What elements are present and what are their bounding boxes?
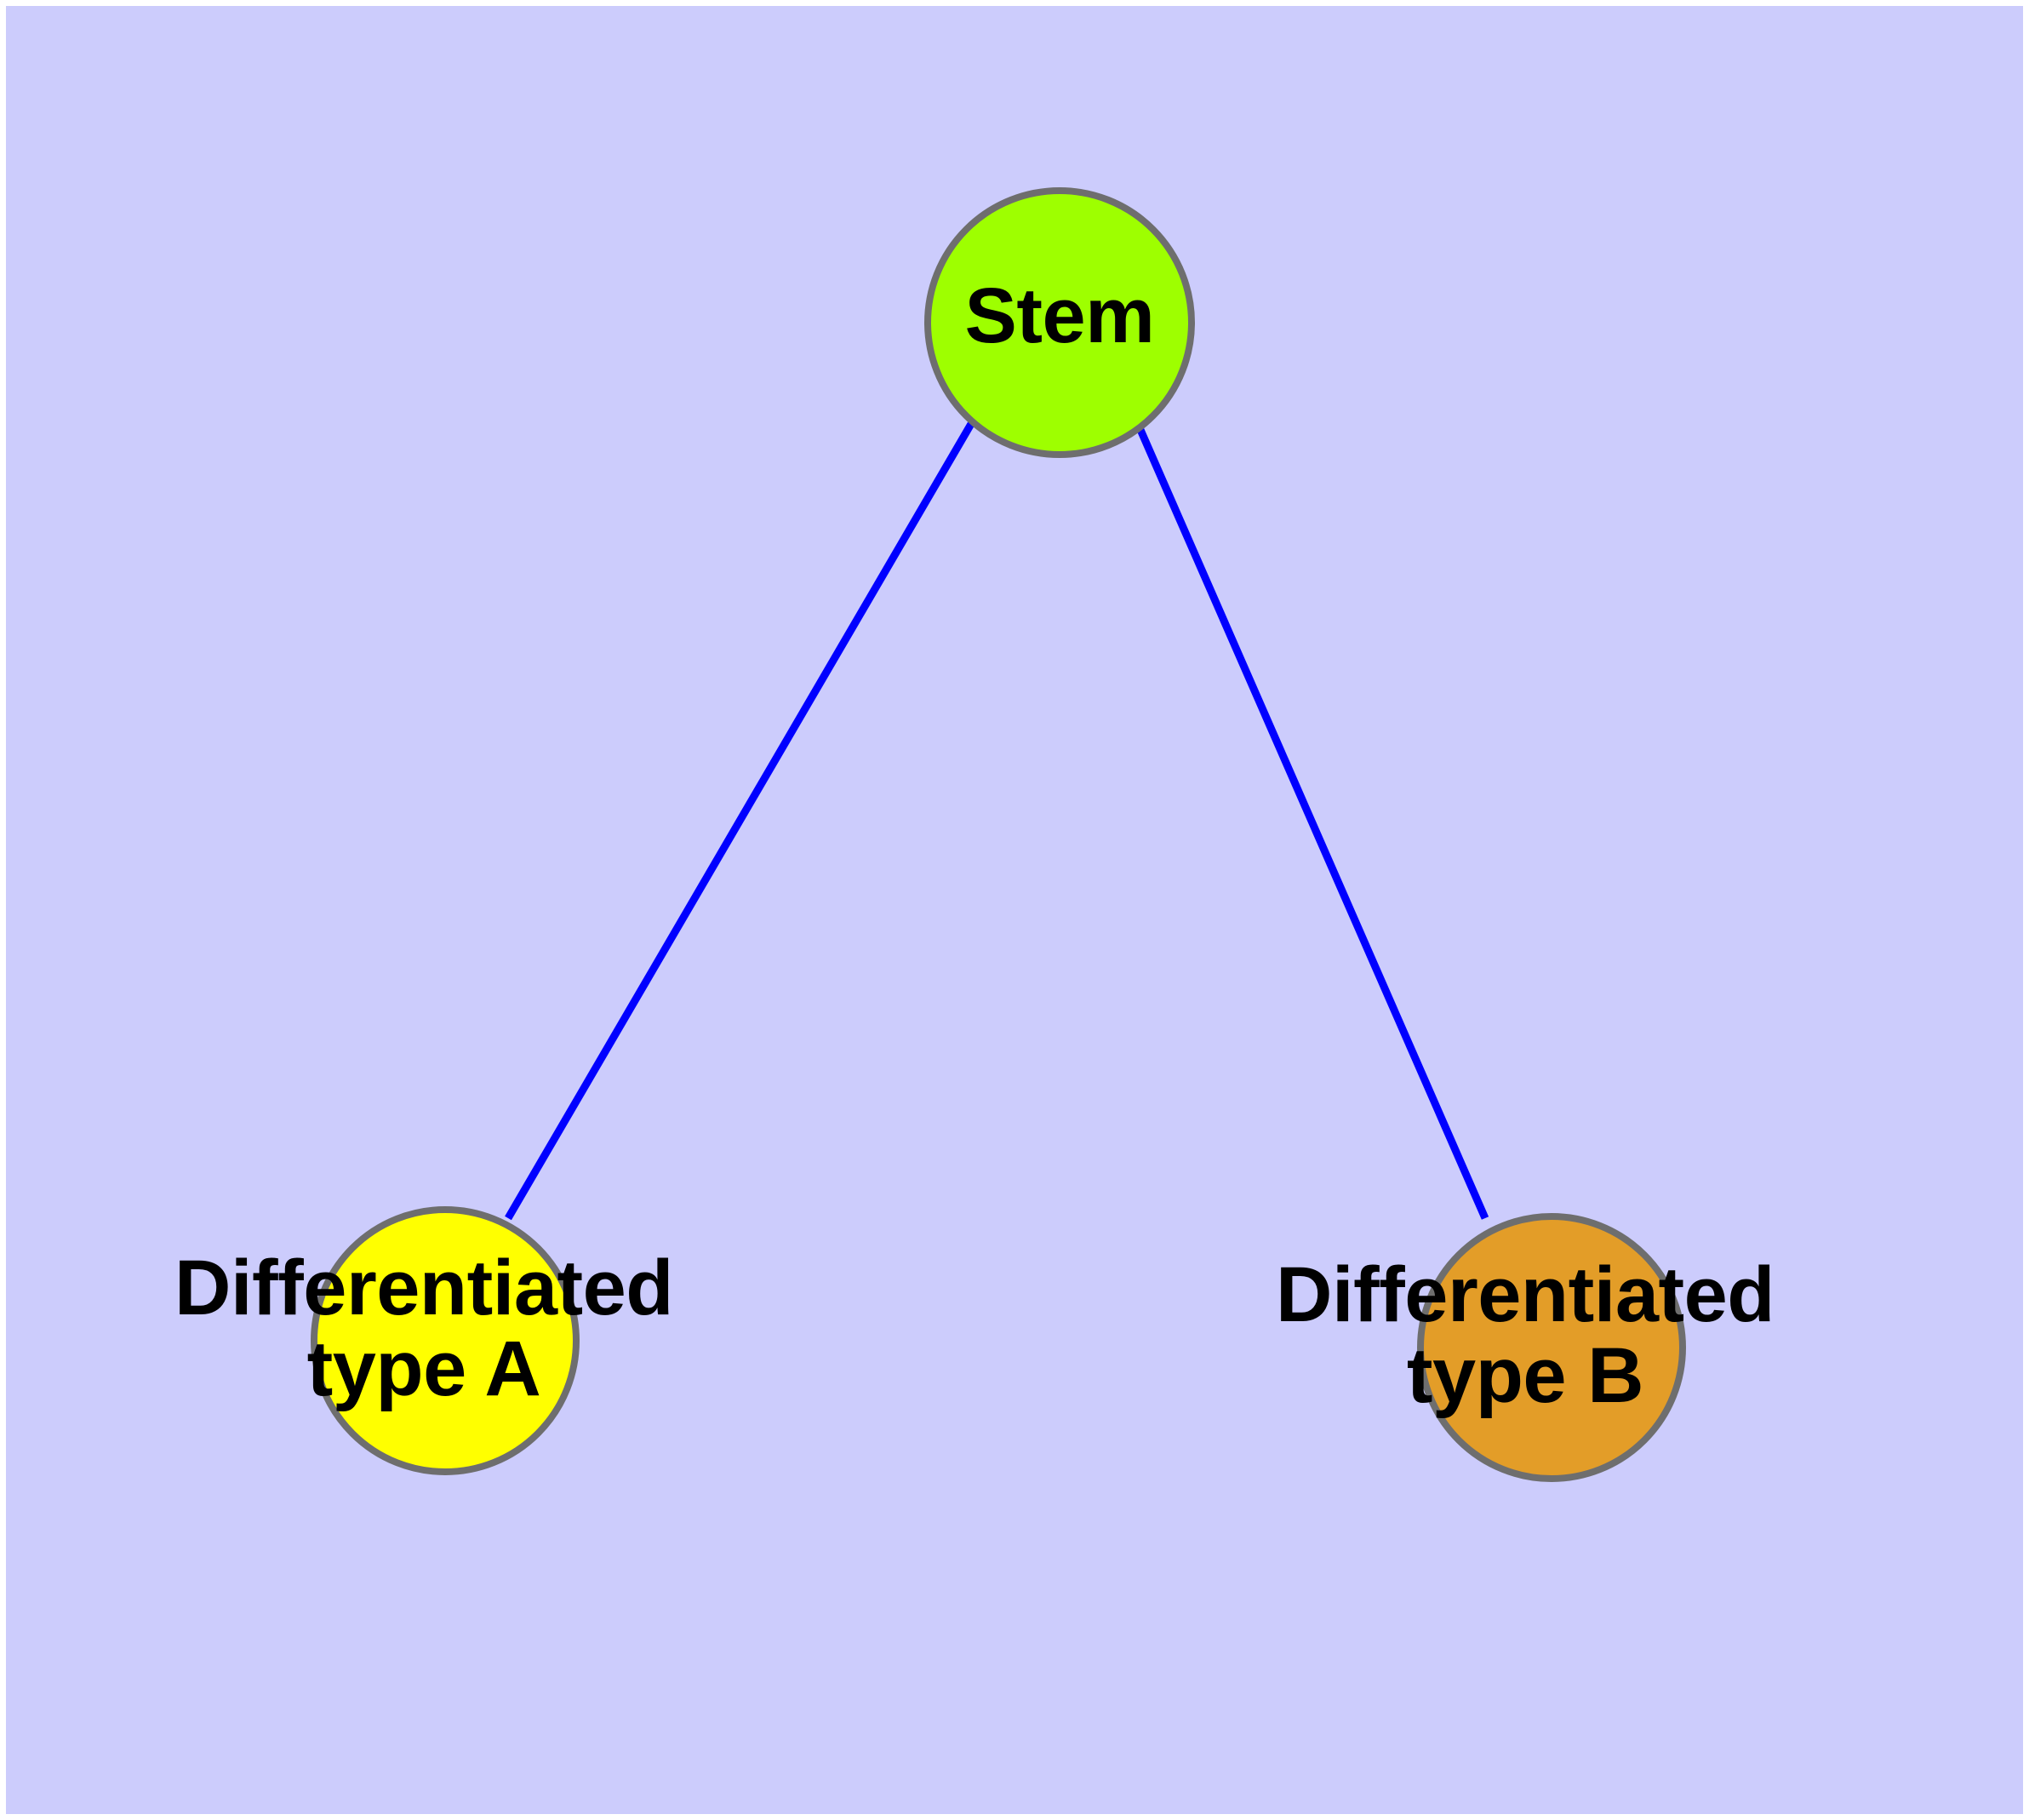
edge-stem-to-diff-a [505, 421, 974, 1221]
edge-stem-to-diff-b [1134, 422, 1489, 1220]
node-differentiated-type-a[interactable] [311, 1206, 580, 1475]
node-stem[interactable] [924, 187, 1195, 458]
edge-layer [505, 421, 1489, 1221]
node-differentiated-type-b[interactable] [1417, 1213, 1686, 1482]
graph-plot-area: Stem Differentiated type A Differentiate… [6, 6, 2023, 1814]
node-layer: Stem Differentiated type A Differentiate… [6, 6, 2023, 1814]
